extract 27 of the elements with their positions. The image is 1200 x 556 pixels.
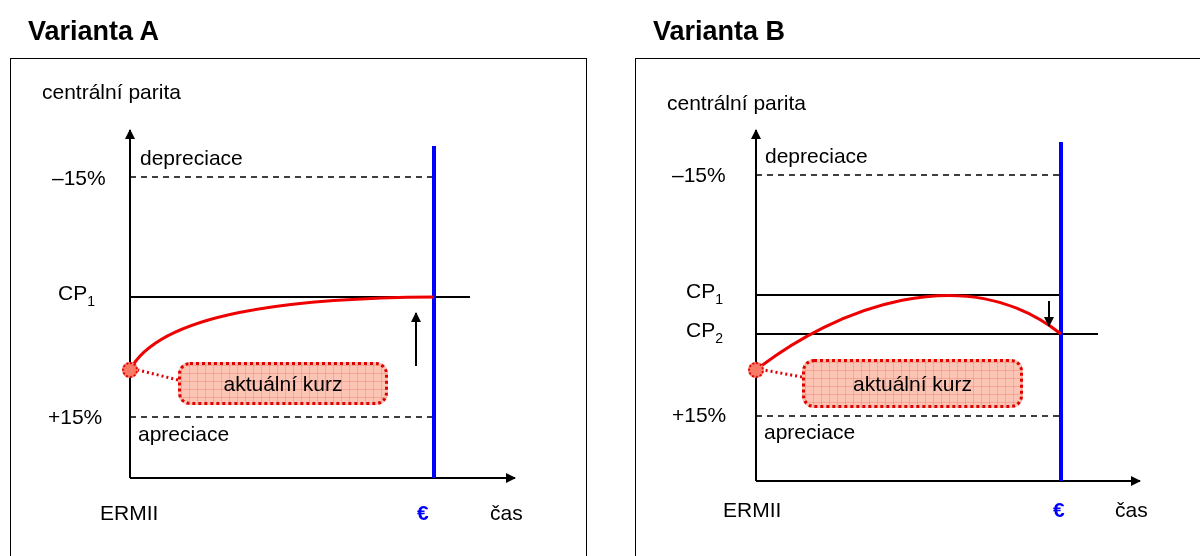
tick-label: –15% — [52, 166, 106, 190]
zone-label: depreciace — [140, 146, 243, 170]
callout-box: aktuální kurz — [178, 362, 388, 405]
zone-label: apreciace — [138, 422, 230, 446]
panel-heading: Varianta A — [28, 16, 160, 46]
axis-title: čas — [1115, 498, 1148, 522]
zone-label: depreciace — [765, 144, 868, 168]
callout-box: aktuální kurz — [802, 359, 1023, 408]
marker-dot — [122, 362, 138, 378]
tick-label: CP$_{1}$ — [58, 281, 95, 311]
tick-label: CP$_{2}$ — [686, 318, 723, 348]
tick-label: +15% — [672, 403, 727, 427]
leader-line — [763, 368, 803, 379]
tick-label: –15% — [672, 163, 726, 187]
axis-title: centrální parita — [42, 80, 181, 104]
axis-title: centrální parita — [667, 91, 806, 115]
marker-dot — [748, 362, 764, 378]
euro-symbol: € — [417, 501, 429, 525]
tick-label: CP$_{1}$ — [686, 279, 723, 309]
panel-heading: Varianta B — [653, 16, 786, 46]
zone-label: apreciace — [764, 420, 856, 444]
axis-title: čas — [490, 501, 523, 525]
axis-label: ERMII — [100, 501, 159, 525]
axis-label: ERMII — [723, 498, 782, 522]
euro-symbol: € — [1053, 498, 1065, 522]
tick-label: +15% — [48, 405, 103, 429]
leader-line — [137, 368, 179, 382]
